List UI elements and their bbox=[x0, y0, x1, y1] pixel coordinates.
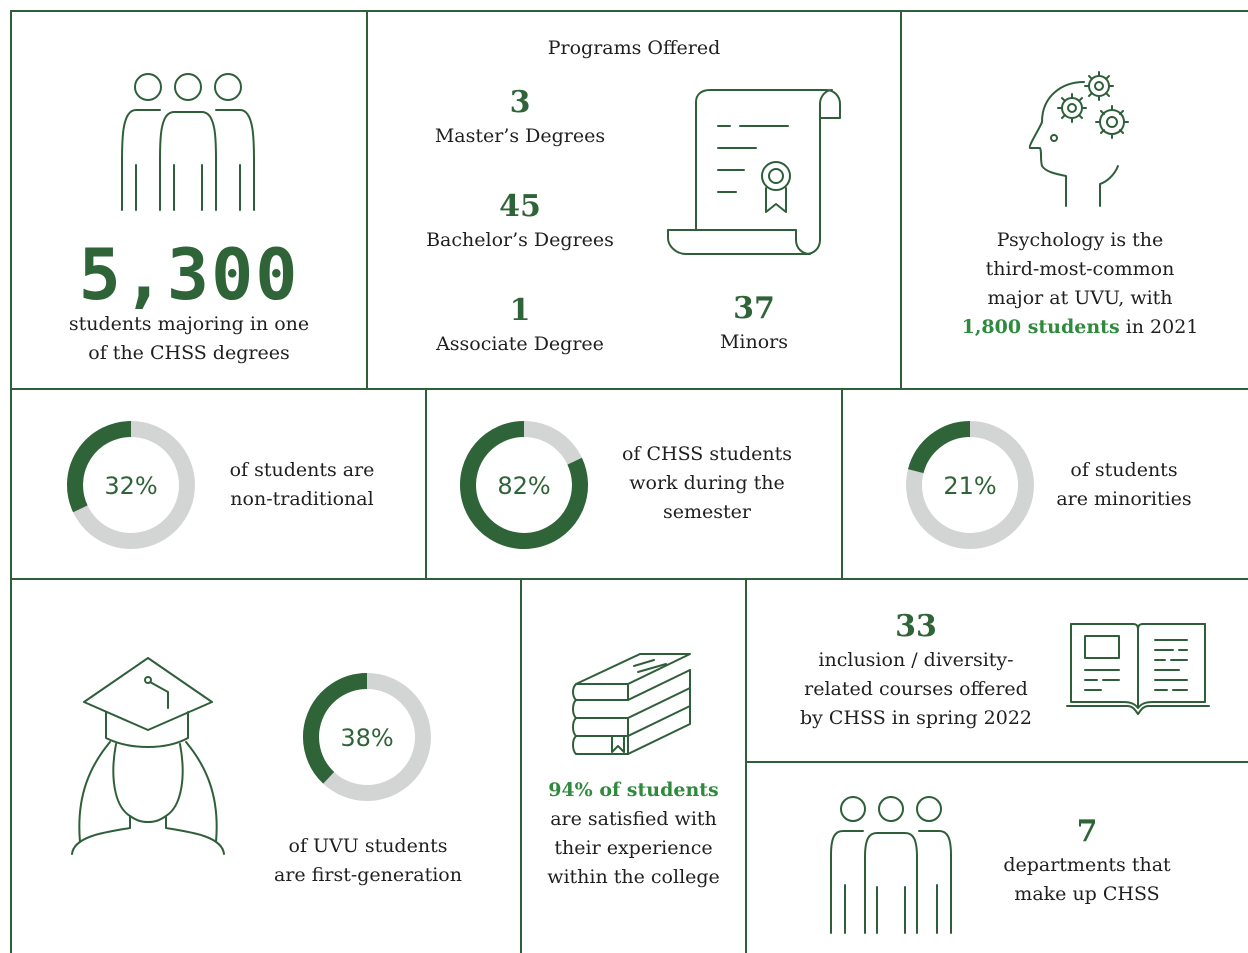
psychology-line3: major at UVU, with bbox=[987, 287, 1173, 309]
donut-fill bbox=[460, 421, 588, 549]
donut-fill bbox=[67, 421, 132, 513]
departments-line2: make up CHSS bbox=[1014, 883, 1160, 905]
donut-label: 21% bbox=[943, 472, 996, 500]
courses-line1: inclusion / diversity- bbox=[818, 649, 1014, 671]
minorities-line2: are minorities bbox=[1056, 488, 1192, 510]
psychology-text: Psychology is the third-most-common majo… bbox=[902, 226, 1248, 342]
satisfaction-text: 94% of students are satisfied with their… bbox=[522, 776, 745, 892]
satisfaction-line1: are satisfied with bbox=[550, 808, 717, 830]
working-panel: 82% of CHSS students work during the sem… bbox=[427, 390, 841, 578]
masters-label: Master’s Degrees bbox=[434, 125, 606, 147]
working-donut: 82% bbox=[460, 421, 588, 549]
books-stack-icon bbox=[572, 653, 691, 755]
minors-value: 37 bbox=[733, 291, 775, 326]
programs-panel: Programs Offered 3 Master’s Degrees 45 B… bbox=[368, 12, 900, 388]
courses-panel: 33 inclusion / diversity- related course… bbox=[747, 580, 1248, 761]
firstgen-line2: are first-generation bbox=[274, 864, 462, 886]
minorities-line1: of students bbox=[1070, 459, 1178, 481]
people-icon bbox=[121, 73, 255, 211]
open-book-icon bbox=[1066, 623, 1210, 715]
psychology-line2: third-most-common bbox=[985, 258, 1175, 280]
students-count: 5,300 bbox=[78, 234, 300, 316]
departments-line1: departments that bbox=[1003, 854, 1171, 876]
graduate-icon bbox=[71, 657, 225, 855]
firstgen-donut: 38% bbox=[303, 673, 431, 801]
satisfaction-line2: their experience bbox=[554, 837, 713, 859]
firstgen-line1: of UVU students bbox=[288, 835, 448, 857]
satisfaction-line3: within the college bbox=[547, 866, 720, 888]
satisfaction-panel: 94% of students are satisfied with their… bbox=[522, 580, 745, 953]
nontraditional-line2: non-traditional bbox=[230, 488, 374, 510]
departments-text: departments that make up CHSS bbox=[977, 851, 1197, 909]
bachelors-label: Bachelor’s Degrees bbox=[426, 229, 614, 251]
firstgen-panel: 38% of UVU students are first-generation bbox=[12, 580, 520, 953]
minorities-text: of students are minorities bbox=[1039, 456, 1209, 514]
bachelors-value: 45 bbox=[499, 189, 541, 224]
nontraditional-panel: 32% of students are non-traditional bbox=[12, 390, 425, 578]
psychology-line1: Psychology is the bbox=[996, 229, 1164, 251]
associate-value: 1 bbox=[509, 293, 531, 328]
psychology-suffix: in 2021 bbox=[1119, 316, 1199, 338]
satisfaction-highlight: 94% of students bbox=[548, 779, 719, 801]
students-caption-line2: of the CHSS degrees bbox=[88, 342, 290, 364]
psychology-line4: 1,800 students in 2021 bbox=[902, 313, 1248, 342]
psychology-panel: Psychology is the third-most-common majo… bbox=[902, 12, 1248, 388]
working-text: of CHSS students work during the semeste… bbox=[607, 440, 807, 527]
courses-text: inclusion / diversity- related courses o… bbox=[785, 646, 1047, 733]
departments-value: 7 bbox=[1076, 814, 1098, 849]
working-line3: semester bbox=[663, 501, 751, 523]
students-panel: 5,300 students majoring in one of the CH… bbox=[12, 12, 366, 388]
head-gears-icon bbox=[1028, 71, 1129, 207]
nontraditional-text: of students are non-traditional bbox=[202, 456, 402, 514]
firstgen-text: of UVU students are first-generation bbox=[258, 832, 478, 890]
courses-line3: by CHSS in spring 2022 bbox=[800, 707, 1032, 729]
minorities-donut: 21% bbox=[906, 421, 1034, 549]
donut-fill bbox=[303, 673, 368, 784]
students-caption-line1: students majoring in one bbox=[68, 313, 310, 335]
departments-panel: 7 departments that make up CHSS bbox=[747, 763, 1248, 953]
donut-fill bbox=[908, 421, 971, 474]
nontraditional-line1: of students are bbox=[229, 459, 375, 481]
masters-value: 3 bbox=[509, 85, 531, 120]
donut-label: 38% bbox=[340, 724, 393, 752]
programs-heading: Programs Offered bbox=[547, 37, 721, 59]
students-caption: students majoring in one of the CHSS deg… bbox=[12, 310, 366, 368]
team-icon bbox=[830, 796, 952, 934]
minors-label: Minors bbox=[719, 331, 789, 353]
working-line2: work during the bbox=[629, 472, 785, 494]
courses-line2: related courses offered bbox=[804, 678, 1028, 700]
minorities-panel: 21% of students are minorities bbox=[843, 390, 1248, 578]
nontraditional-donut: 32% bbox=[67, 421, 195, 549]
psychology-highlight: 1,800 students bbox=[961, 316, 1120, 338]
working-line1: of CHSS students bbox=[621, 443, 792, 465]
diploma-icon bbox=[667, 89, 841, 255]
courses-value: 33 bbox=[895, 609, 937, 644]
associate-label: Associate Degree bbox=[436, 333, 604, 355]
donut-label: 32% bbox=[104, 472, 157, 500]
donut-label: 82% bbox=[497, 472, 550, 500]
